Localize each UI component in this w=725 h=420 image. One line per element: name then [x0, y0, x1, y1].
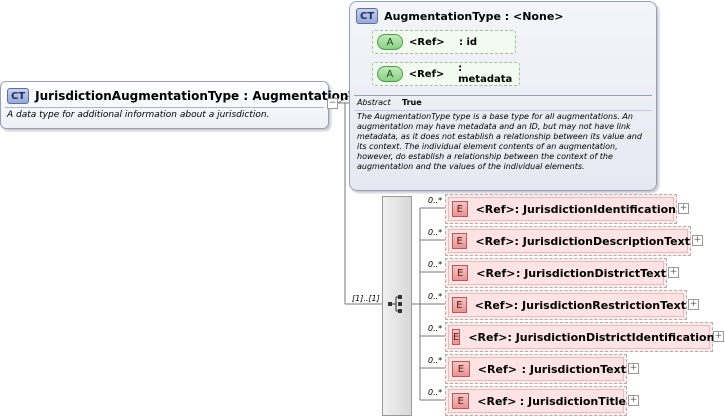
attribute-icon: A [377, 66, 403, 82]
element-ref: <Ref> [477, 394, 517, 408]
element-body [448, 229, 688, 253]
base-type-header: CT AugmentationType : <None> [356, 8, 564, 24]
element-jurisdiction-text[interactable]: E <Ref> : JurisdictionText [445, 354, 627, 384]
complex-type-icon: CT [7, 88, 30, 104]
divider [5, 107, 324, 108]
complex-type-name: JurisdictionAugmentationType : Augmentat… [35, 89, 380, 103]
element-name: : JurisdictionIdentification [514, 202, 676, 216]
attribute-name: : metadata [458, 63, 513, 85]
element-occurrence: 0..* [428, 196, 443, 205]
element-ref: <Ref> [476, 266, 516, 280]
element-occurrence: 0..* [428, 228, 443, 237]
collapse-toggle-icon[interactable]: − [327, 98, 338, 109]
element-body [448, 197, 674, 221]
complex-type-node[interactable]: CT JurisdictionAugmentationType : Augmen… [0, 81, 380, 129]
expand-icon[interactable]: + [628, 395, 639, 406]
sequence-icon [388, 295, 402, 313]
element-icon: E [452, 361, 470, 377]
expand-icon[interactable]: + [678, 203, 689, 214]
element-name: : JurisdictionTitle [519, 394, 626, 408]
complex-type-documentation: A data type for additional information a… [7, 110, 270, 120]
element-occurrence: 0..* [428, 356, 443, 365]
element-ref: <Ref> [468, 330, 508, 344]
element-jurisdiction-district-identification[interactable]: E <Ref> : JurisdictionDistrictIdentifica… [445, 322, 715, 352]
element-occurrence: 0..* [428, 324, 443, 333]
element-ref: <Ref> [477, 362, 517, 376]
attribute-metadata[interactable]: A <Ref> : metadata [372, 62, 520, 86]
element-icon: E [452, 393, 470, 409]
element-body [448, 357, 624, 381]
element-body [448, 389, 624, 413]
abstract-row: Abstract True [354, 95, 652, 111]
element-name: : JurisdictionDistrictText [515, 266, 666, 280]
abstract-value: True [402, 98, 422, 107]
element-occurrence: 0..* [428, 388, 443, 397]
element-jurisdiction-description-text[interactable]: E <Ref> : JurisdictionDescriptionText [445, 226, 691, 256]
base-type-documentation: The AugmentationType type is a base type… [357, 112, 642, 171]
base-type-panel: CT AugmentationType : <None> A <Ref> : i… [349, 1, 657, 191]
complex-type-header: CT JurisdictionAugmentationType : Augmen… [7, 88, 380, 104]
element-occurrence: 0..* [428, 292, 443, 301]
element-ref: <Ref> [475, 234, 515, 248]
element-body [448, 293, 684, 317]
element-jurisdiction-title[interactable]: E <Ref> : JurisdictionTitle [445, 386, 627, 416]
element-jurisdiction-restriction-text[interactable]: E <Ref> : JurisdictionRestrictionText [445, 290, 687, 320]
attribute-ref: <Ref> [409, 36, 445, 48]
element-name: : JurisdictionRestrictionText [513, 298, 686, 312]
element-ref: <Ref> [474, 298, 514, 312]
attribute-icon: A [377, 34, 403, 50]
element-jurisdiction-district-text[interactable]: E <Ref> : JurisdictionDistrictText [445, 258, 667, 288]
abstract-label: Abstract [357, 98, 391, 107]
expand-icon[interactable]: + [688, 299, 699, 310]
sequence-occurrence: [1]..[1] [352, 294, 380, 303]
element-name: : JurisdictionDistrictIdentification [507, 330, 715, 344]
attribute-name: : id [459, 36, 478, 48]
base-type-icon: CT [356, 8, 379, 24]
expand-icon[interactable]: + [692, 235, 703, 246]
sequence-compositor[interactable] [382, 196, 412, 416]
attribute-id[interactable]: A <Ref> : id [372, 30, 516, 54]
base-type-name: AugmentationType : <None> [384, 9, 564, 23]
element-ref: <Ref> [475, 202, 515, 216]
element-icon: E [452, 233, 468, 249]
element-body [448, 325, 710, 349]
element-icon: E [452, 297, 467, 313]
expand-icon[interactable]: + [668, 267, 679, 278]
expand-icon[interactable]: + [628, 363, 639, 374]
element-jurisdiction-identification[interactable]: E <Ref> : JurisdictionIdentification [445, 194, 677, 224]
element-occurrence: 0..* [428, 260, 443, 269]
element-icon: E [452, 201, 468, 217]
element-name: : JurisdictionDescriptionText [514, 234, 690, 248]
element-name: : JurisdictionText [521, 362, 626, 376]
expand-icon[interactable]: + [713, 331, 724, 342]
element-icon: E [452, 265, 469, 281]
attribute-ref: <Ref> [408, 68, 445, 80]
element-icon: E [452, 329, 461, 345]
element-body [448, 261, 664, 285]
